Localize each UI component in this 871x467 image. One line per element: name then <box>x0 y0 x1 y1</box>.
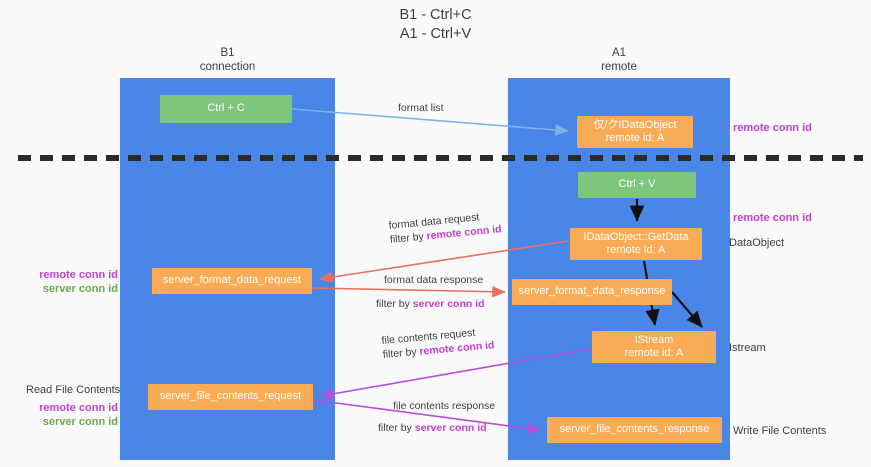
node-server-format-data-request-label: server_format_data_request <box>162 274 302 287</box>
node-istream-sub: remote id: A <box>624 347 684 359</box>
edge-label-format-data-request: format data request filter by remote con… <box>388 208 502 247</box>
node-idataobject-getdata[interactable]: IDataObject::GetData remote id: A <box>570 228 702 260</box>
node-server-file-contents-request[interactable]: server_file_contents_request <box>148 384 313 410</box>
edge-label-file-contents-response-text: file contents response <box>393 400 496 412</box>
annotation-istream: Istream <box>729 341 766 355</box>
edge-label-file-contents-response-filter: filter by server conn id <box>378 421 487 435</box>
annotation-read-file-contents-text: Read File Contents <box>26 384 121 396</box>
title-line-1: B1 - Ctrl+C <box>399 7 472 23</box>
edge-label-format-data-response-text: format data response <box>384 274 484 286</box>
edge-label-format-list: format list <box>398 101 444 115</box>
node-server-format-data-response-label: server_format_data_response <box>518 285 666 298</box>
node-idataobject[interactable]: 仅/クIDataObject remote id: A <box>577 116 693 148</box>
diagram-title: B1 - Ctrl+C A1 - Ctrl+V <box>0 6 871 44</box>
node-istream[interactable]: IStream remote id: A <box>592 331 716 363</box>
node-istream-label: IStream <box>634 333 674 346</box>
edge-label-format-data-response: format data response <box>384 273 483 287</box>
filter-prefix: filter by <box>382 345 420 361</box>
annotation-left-conn-ids-bottom: remote conn id server conn id <box>22 401 118 429</box>
filter-prefix: filter by <box>378 422 415 434</box>
edge-label-format-data-response-filter: filter by server conn id <box>376 297 485 311</box>
annotation-left-conn-ids-mid: remote conn id server conn id <box>22 268 118 296</box>
node-server-file-contents-response[interactable]: server_file_contents_response <box>547 417 722 443</box>
node-server-file-contents-response-label: server_file_contents_response <box>559 423 710 436</box>
annotation-read-file-contents: Read File Contents <box>26 383 121 397</box>
edge-label-file-contents-response: file contents response <box>393 399 495 413</box>
annotation-dataobject-text: DataObject <box>729 237 785 249</box>
column-header-b1-name: B1 <box>220 47 235 59</box>
column-header-b1: B1 connection <box>120 47 335 74</box>
edge-label-file-contents-response-filter-row: filter by server conn id <box>378 421 487 435</box>
annotation-right-remote-conn-id-mid: remote conn id <box>733 211 812 225</box>
title-line-2: A1 - Ctrl+V <box>399 26 472 42</box>
node-getdata-sub: remote id: A <box>606 244 666 256</box>
column-header-a1-sub: remote <box>601 60 637 73</box>
node-getdata-label: IDataObject::GetData <box>583 230 689 243</box>
edge-format-data-response <box>311 285 506 298</box>
phase-divider <box>18 155 863 161</box>
annotation-remote-conn-id: remote conn id <box>733 212 812 224</box>
annotation-write-file-contents: Write File Contents <box>733 424 826 438</box>
node-ctrl-c-label: Ctrl + C <box>207 102 245 115</box>
annotation-remote-conn-id: remote conn id <box>733 122 812 134</box>
filter-prefix: filter by <box>389 230 428 246</box>
edge-label-file-contents-request: file contents request filter by remote c… <box>381 324 495 362</box>
node-ctrl-c[interactable]: Ctrl + C <box>160 95 292 123</box>
annotation-server-conn-id: server conn id <box>42 416 118 428</box>
filter-prefix: filter by <box>376 298 413 310</box>
filter-key-server-conn-id: server conn id <box>412 298 485 310</box>
edge-label-format-data-response-filter-row: filter by server conn id <box>376 297 485 311</box>
edge-label-format-list-text: format list <box>398 102 444 114</box>
node-idataobject-sub: remote id: A <box>605 132 665 144</box>
annotation-istream-text: Istream <box>729 342 766 354</box>
column-header-a1: A1 remote <box>508 47 730 74</box>
node-ctrl-v[interactable]: Ctrl + V <box>578 172 696 198</box>
annotation-remote-conn-id: remote conn id <box>39 269 118 281</box>
node-ctrl-v-label: Ctrl + V <box>618 178 656 191</box>
column-header-b1-sub: connection <box>199 60 256 73</box>
node-server-file-contents-request-label: server_file_contents_request <box>159 390 302 403</box>
node-idataobject-label: 仅/クIDataObject <box>593 118 677 131</box>
annotation-server-conn-id: server conn id <box>42 283 118 295</box>
annotation-right-remote-conn-id-top: remote conn id <box>733 121 812 135</box>
annotation-remote-conn-id: remote conn id <box>39 402 118 414</box>
annotation-write-file-contents-text: Write File Contents <box>733 425 827 437</box>
annotation-dataobject: DataObject <box>729 236 784 250</box>
filter-key-server-conn-id: server conn id <box>414 422 487 434</box>
node-server-format-data-response[interactable]: server_format_data_response <box>512 279 672 305</box>
node-server-format-data-request[interactable]: server_format_data_request <box>152 268 312 294</box>
column-header-a1-name: A1 <box>611 47 627 59</box>
